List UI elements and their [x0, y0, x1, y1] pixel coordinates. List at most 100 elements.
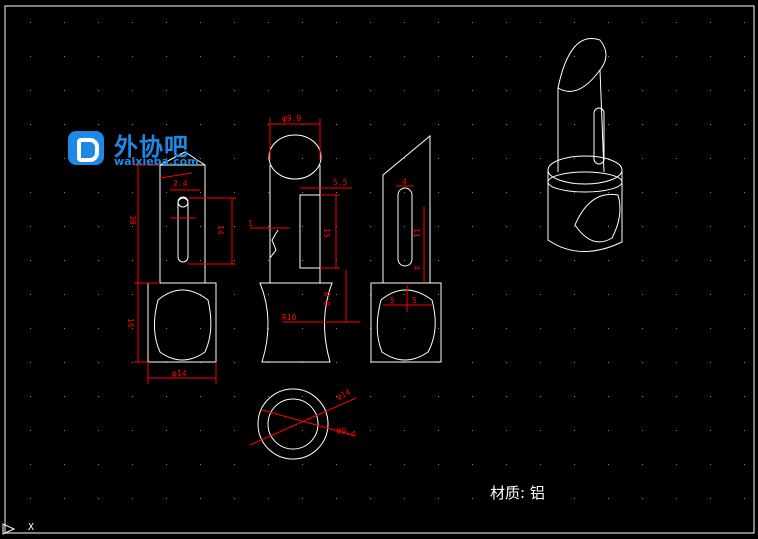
ucs-icon — [2, 523, 16, 535]
bottom-view-outer — [257, 388, 329, 460]
grid-dot — [472, 260, 473, 261]
grid-dot — [268, 90, 269, 91]
grid-dot — [234, 260, 235, 261]
grid-dot — [336, 362, 337, 363]
grid-dot — [336, 22, 337, 23]
grid-dot — [200, 532, 201, 533]
grid-dot — [574, 260, 575, 261]
grid-dot — [472, 90, 473, 91]
grid-dot — [676, 532, 677, 533]
grid-dot — [676, 158, 677, 159]
grid-dot — [234, 532, 235, 533]
grid-dot — [200, 498, 201, 499]
right-view-dims — [383, 185, 432, 312]
grid-dot — [98, 260, 99, 261]
grid-dot — [506, 158, 507, 159]
right-view-shaft — [382, 134, 431, 284]
grid-dot — [98, 464, 99, 465]
grid-dot — [608, 158, 609, 159]
grid-dot — [234, 22, 235, 23]
grid-dot — [710, 294, 711, 295]
grid-dot — [166, 396, 167, 397]
grid-dot — [438, 124, 439, 125]
grid-dot — [710, 464, 711, 465]
grid-dot — [302, 464, 303, 465]
grid-dot — [472, 430, 473, 431]
grid-dot — [370, 498, 371, 499]
grid-dot — [710, 396, 711, 397]
grid-dot — [98, 22, 99, 23]
grid-dot — [676, 124, 677, 125]
grid-dot — [98, 226, 99, 227]
grid-dot — [642, 294, 643, 295]
grid-dot — [744, 260, 745, 261]
grid-dot — [166, 328, 167, 329]
grid-dot — [608, 362, 609, 363]
grid-dot — [506, 362, 507, 363]
grid-dot — [268, 260, 269, 261]
grid-dot — [540, 192, 541, 193]
grid-dot — [574, 498, 575, 499]
dim-text-phi14: φ14 — [172, 369, 187, 378]
grid-dot — [166, 226, 167, 227]
grid-dot — [98, 56, 99, 57]
grid-dot — [166, 532, 167, 533]
grid-dot — [370, 260, 371, 261]
grid-dot — [404, 498, 405, 499]
grid-dot — [608, 260, 609, 261]
grid-dot — [744, 430, 745, 431]
grid-dot — [404, 430, 405, 431]
grid-dot — [268, 124, 269, 125]
grid-dot — [540, 294, 541, 295]
grid-dot — [574, 192, 575, 193]
grid-dot — [608, 532, 609, 533]
grid-dot — [302, 294, 303, 295]
grid-dot — [132, 498, 133, 499]
grid-dot — [574, 328, 575, 329]
grid-dot — [234, 226, 235, 227]
grid-dot — [676, 56, 677, 57]
grid-dot — [642, 56, 643, 57]
grid-dot — [64, 328, 65, 329]
grid-dot — [744, 22, 745, 23]
grid-dot — [438, 158, 439, 159]
grid-dot — [710, 362, 711, 363]
grid-dot — [540, 498, 541, 499]
grid-dot — [574, 22, 575, 23]
grid-dot — [744, 464, 745, 465]
grid-dot — [710, 56, 711, 57]
drawing-border — [4, 5, 755, 534]
grid-dot — [336, 532, 337, 533]
dim-text-1: 1 — [248, 219, 253, 228]
grid-dot — [404, 294, 405, 295]
right-view-hole — [376, 289, 436, 361]
grid-dot — [404, 464, 405, 465]
grid-dot — [64, 260, 65, 261]
grid-dot — [132, 260, 133, 261]
logo-text: 外协吧 — [114, 133, 189, 161]
grid-dot — [438, 294, 439, 295]
grid-dot — [268, 192, 269, 193]
grid-dot — [98, 430, 99, 431]
grid-dot — [302, 90, 303, 91]
grid-dot — [370, 430, 371, 431]
grid-dot — [200, 396, 201, 397]
grid-dot — [642, 362, 643, 363]
grid-dot — [472, 328, 473, 329]
grid-dot — [234, 124, 235, 125]
grid-dot — [200, 90, 201, 91]
grid-dot — [472, 124, 473, 125]
grid-dot — [64, 226, 65, 227]
grid-dot — [608, 464, 609, 465]
grid-dot — [166, 22, 167, 23]
bottom-view-dims — [249, 397, 357, 446]
grid-dot — [336, 498, 337, 499]
grid-dot — [744, 396, 745, 397]
grid-dot — [642, 464, 643, 465]
grid-dot — [574, 430, 575, 431]
grid-dot — [268, 158, 269, 159]
grid-dot — [234, 192, 235, 193]
dim-text-16: 16 — [126, 318, 135, 328]
grid-dot — [438, 56, 439, 57]
grid-dot — [30, 90, 31, 91]
